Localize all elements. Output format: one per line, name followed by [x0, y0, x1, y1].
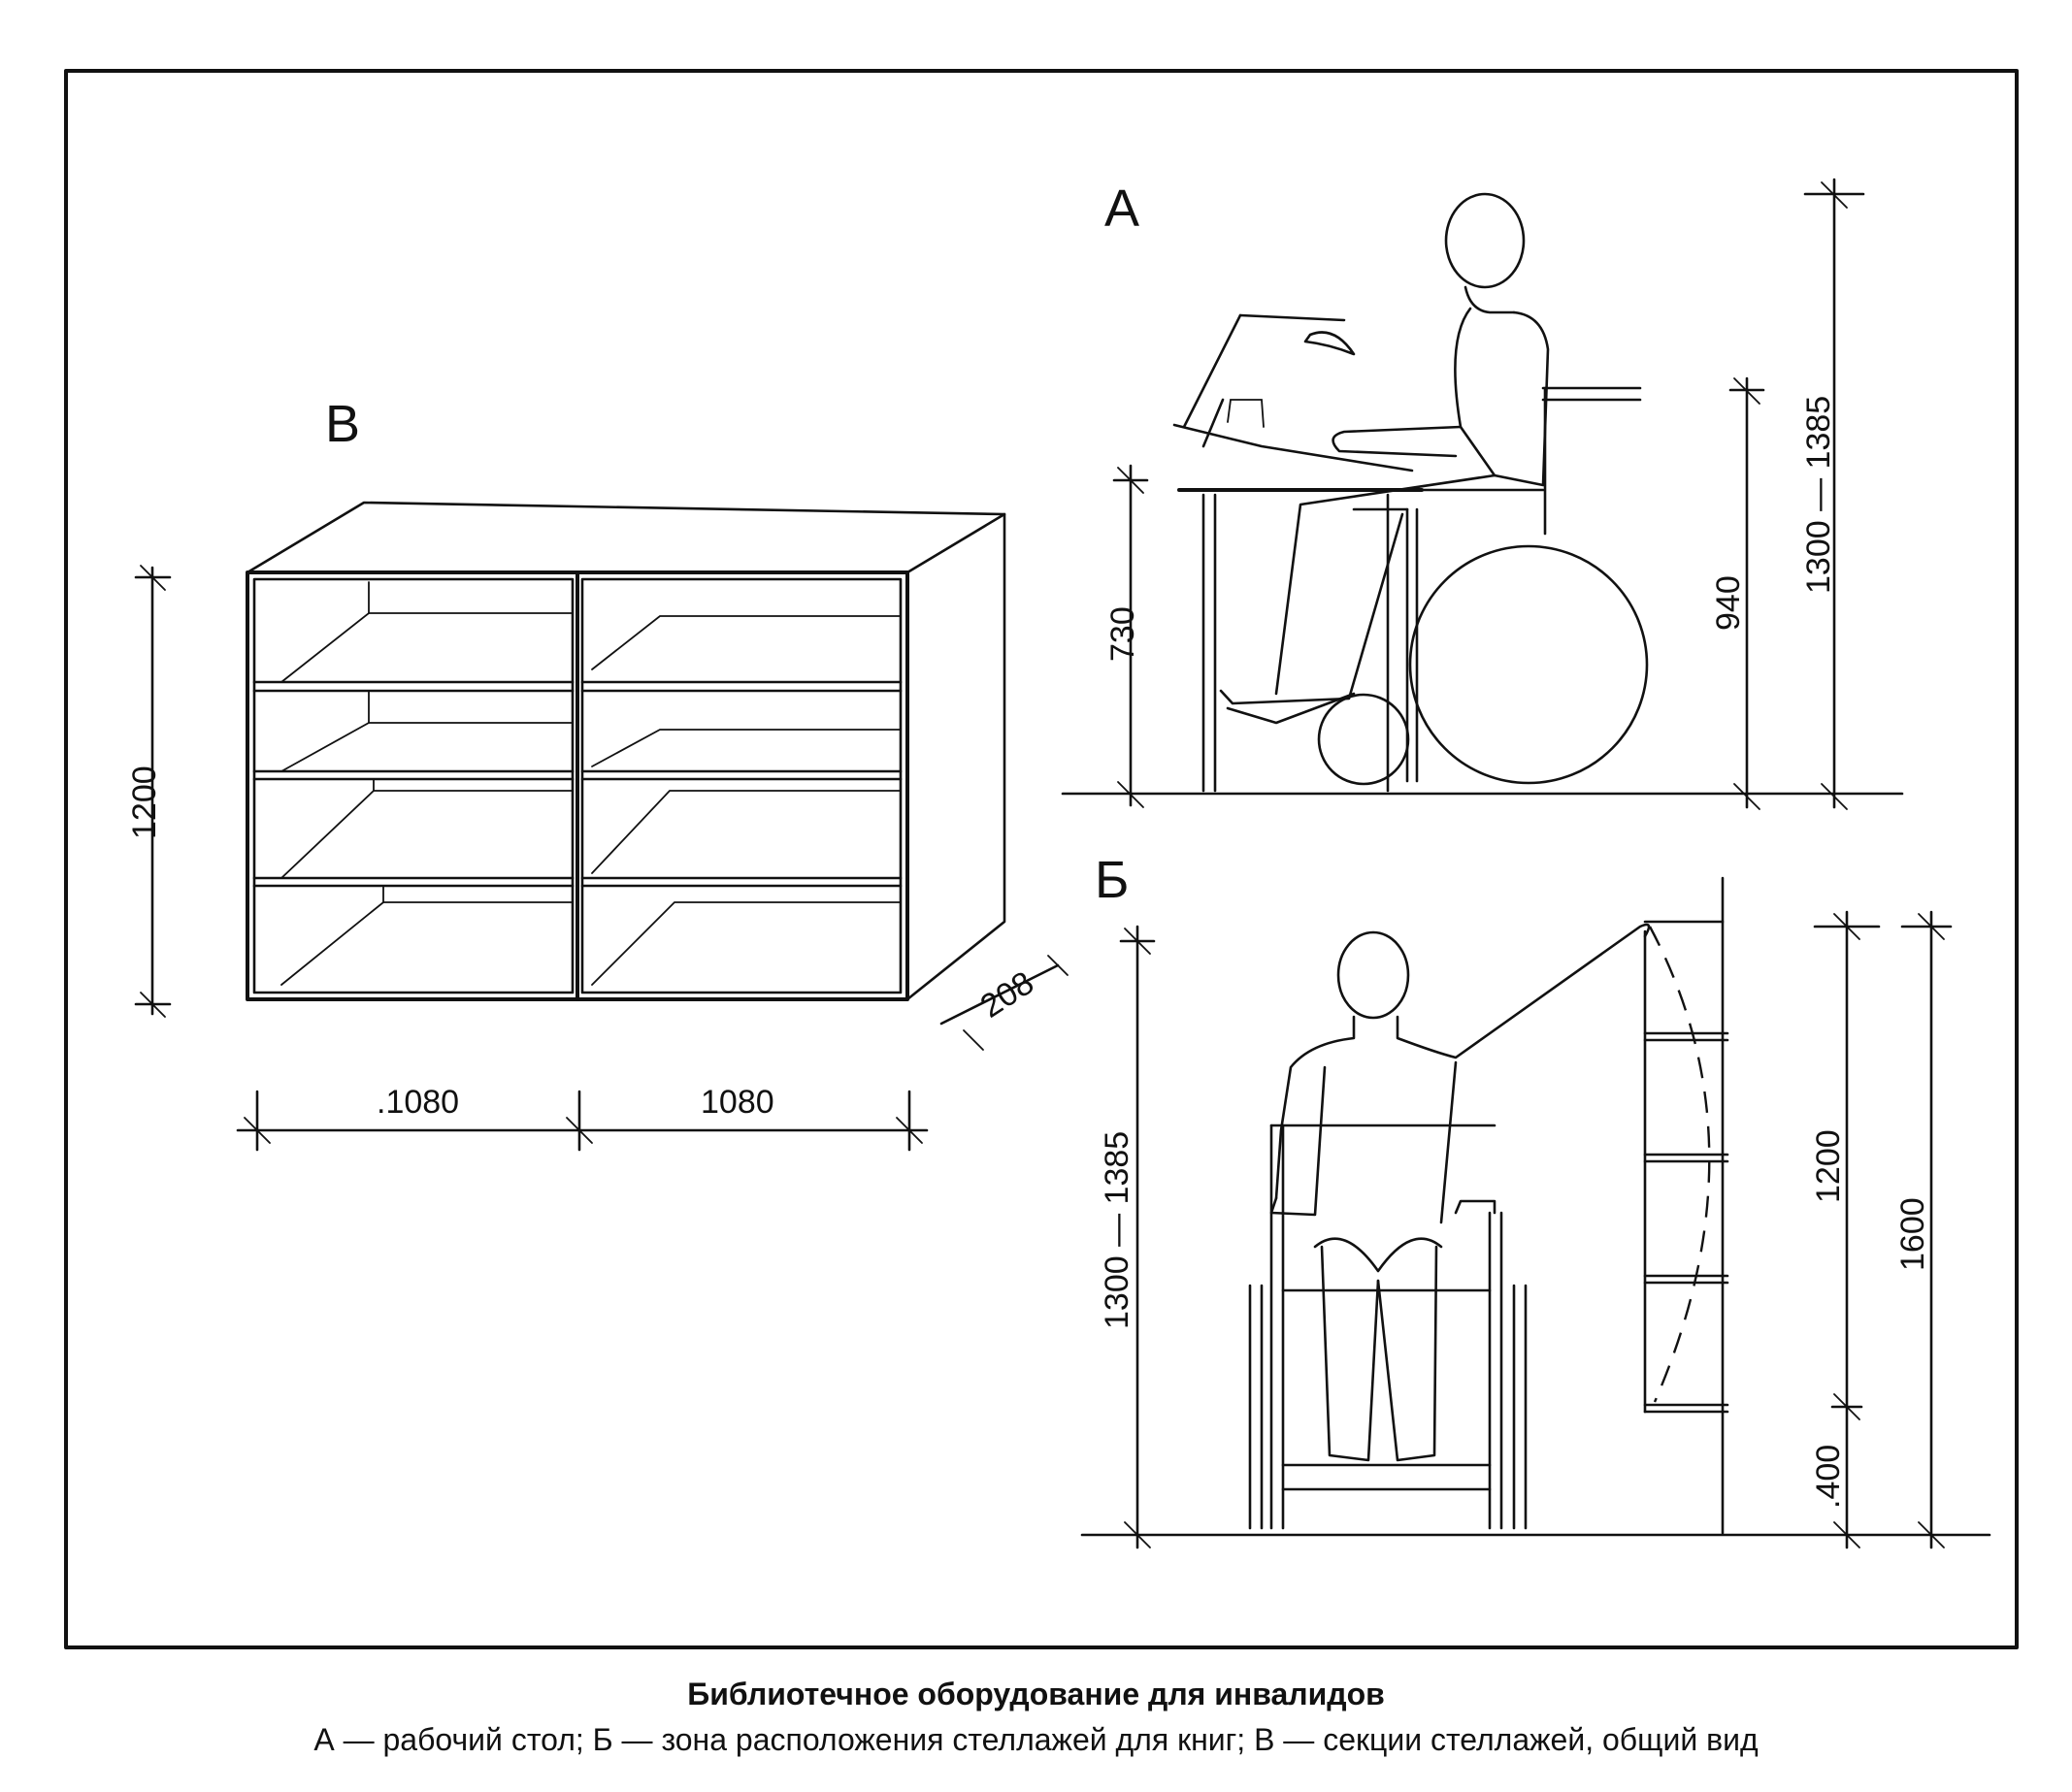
section-a-worktable: А [1061, 179, 1904, 796]
section-b-shelf-zone: Б [1080, 851, 1991, 1537]
caption-subtitle: А — рабочий стол; Б — зона расположения … [313, 1722, 1759, 1757]
dim-v-width-right: 1080 [701, 1084, 774, 1121]
section-a-dimensions: 730 940 1300 — 1385 [1104, 178, 1865, 810]
dim-a-reach: 1300 — 1385 [1800, 396, 1837, 594]
section-v-shelving: В [126, 395, 1069, 1152]
label-v: В [325, 395, 360, 453]
shelves-right [580, 615, 903, 986]
caption-title: Библиотечное оборудование для инвалидов [687, 1677, 1385, 1711]
dim-v-width-left: .1080 [377, 1084, 459, 1121]
dim-b-reach: 1300 — 1385 [1099, 1131, 1135, 1329]
dim-b-shelf: 1200 [1810, 1129, 1847, 1203]
shelves-left [252, 581, 575, 986]
dim-v-depth: 208 [974, 964, 1040, 1026]
dim-a-table: 730 [1104, 606, 1141, 662]
dim-a-arm: 940 [1710, 575, 1747, 631]
dim-v-height: 1200 [126, 766, 163, 839]
dim-b-total: 1600 [1894, 1197, 1931, 1271]
dim-b-bottom: .400 [1810, 1445, 1847, 1509]
label-b: Б [1095, 851, 1129, 909]
frame-border [64, 69, 2019, 1649]
label-a: А [1104, 179, 1139, 238]
section-b-dimensions: 1300 — 1385 1200 .400 1600 [1099, 910, 1953, 1549]
